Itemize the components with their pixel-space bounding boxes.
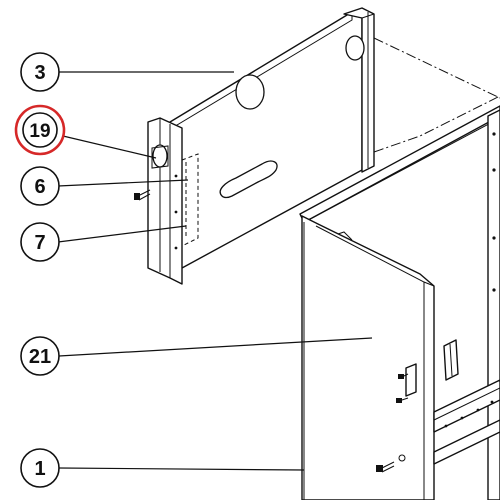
lower-rail [433, 419, 500, 465]
screw-bottom [376, 461, 395, 473]
callout-19-label: 19 [29, 121, 50, 142]
callout-3: 3 [20, 52, 60, 92]
callout-3-label: 3 [34, 62, 45, 84]
side-bracket [396, 363, 417, 403]
leader-7 [57, 225, 187, 243]
callout-1-label: 1 [34, 458, 45, 480]
bottom-rail [433, 379, 500, 433]
right-flange-hole [345, 35, 365, 61]
leader-lines [57, 71, 373, 471]
callout-6: 6 [20, 166, 60, 206]
hinge-plate [443, 339, 459, 381]
callout-1: 1 [20, 448, 60, 488]
back-panel [169, 11, 363, 269]
cabinet-body [299, 105, 500, 500]
callout-21-label: 21 [29, 346, 51, 368]
round-hole [235, 74, 265, 110]
callout-19: 19 [14, 104, 66, 156]
flange-hole [152, 144, 168, 168]
callout-6-label: 6 [34, 176, 45, 198]
leader-6 [57, 179, 189, 187]
back-panel-assembly [134, 7, 375, 285]
highlight-ring [14, 104, 66, 156]
alignment-line-top [373, 37, 500, 99]
leader-1 [58, 467, 305, 471]
left-side-flange [147, 117, 183, 285]
callout-7: 7 [20, 222, 60, 262]
slot-opening [219, 160, 278, 199]
leader-19 [62, 135, 157, 159]
side-panel [301, 215, 435, 500]
callout-21: 21 [20, 336, 60, 376]
alignment-line-bottom [373, 95, 500, 153]
callout-7-label: 7 [34, 232, 45, 254]
leader-21 [58, 337, 373, 357]
screw-left [134, 189, 151, 201]
